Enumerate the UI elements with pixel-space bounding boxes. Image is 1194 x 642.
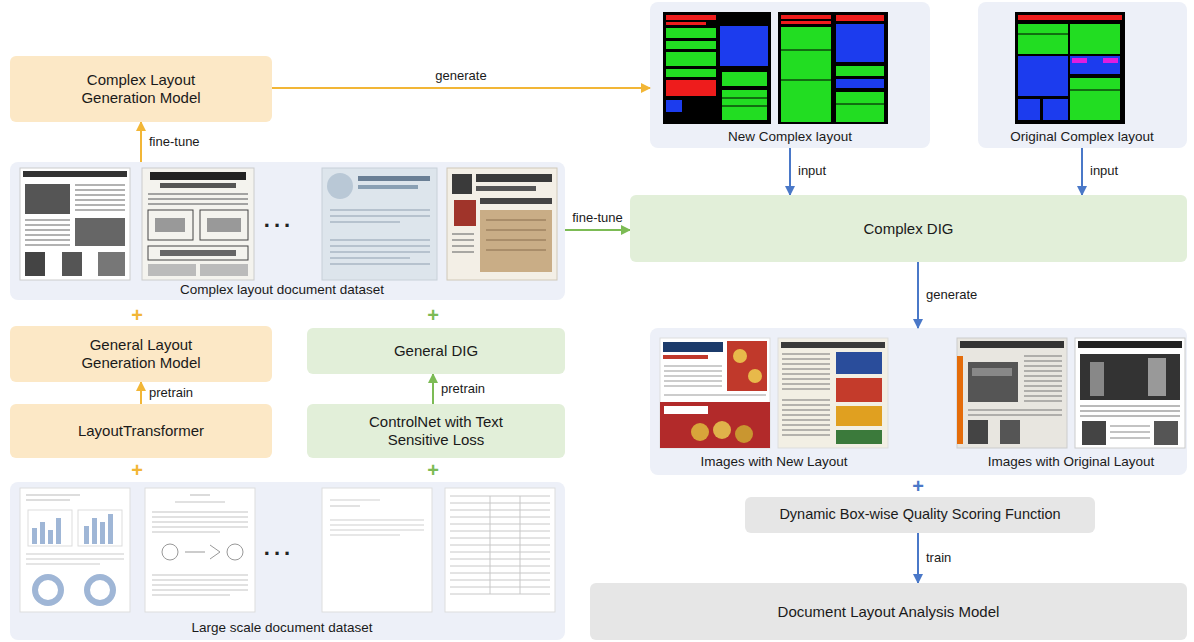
- model-box: LayoutTransformer: [10, 404, 272, 458]
- layout-panel: New Complex layout: [650, 2, 930, 148]
- box-label: Document Layout Analysis Model: [778, 603, 1000, 621]
- dataset-panel: Complex layout document dataset: [10, 162, 565, 300]
- panel-caption: Original Complex layout: [1010, 129, 1153, 144]
- image-panel: Images with New Layout Images with Origin…: [650, 328, 1187, 475]
- plus-sign: +: [131, 460, 143, 480]
- panel-caption: Complex layout document dataset: [180, 282, 384, 297]
- arrow-connector: [917, 533, 919, 583]
- edge-label: train: [926, 551, 951, 566]
- ellipsis: ...: [264, 209, 294, 231]
- layout-panel: Original Complex layout: [978, 2, 1187, 148]
- box-label: Complex DIG: [863, 220, 953, 238]
- plus-sign: +: [131, 305, 143, 325]
- plus-sign: +: [912, 476, 924, 496]
- box-label: LayoutTransformer: [78, 422, 204, 440]
- model-box: Document Layout Analysis Model: [590, 583, 1187, 640]
- edge-label: generate: [435, 69, 486, 84]
- panel-caption: New Complex layout: [728, 129, 852, 144]
- dataset-panel: Large scale document dataset: [10, 482, 565, 640]
- panel-caption: Images with Original Layout: [988, 454, 1155, 469]
- panel-caption: Images with New Layout: [700, 454, 847, 469]
- edge-label: fine-tune: [149, 135, 200, 150]
- plus-sign: +: [427, 305, 439, 325]
- panel-caption: Large scale document dataset: [192, 620, 373, 635]
- box-label: ControlNet with Text Sensitive Loss: [346, 413, 526, 449]
- arrow-connector: [917, 262, 919, 328]
- box-label: General Layout Generation Model: [56, 336, 226, 372]
- box-label: Complex Layout Generation Model: [56, 71, 226, 107]
- edge-label: fine-tune: [572, 211, 623, 226]
- edge-label: pretrain: [149, 386, 193, 401]
- arrow-connector: [272, 87, 650, 89]
- arrow-connector: [565, 229, 630, 231]
- edge-label: input: [1090, 164, 1118, 179]
- ellipsis: ...: [264, 537, 294, 559]
- model-box: ControlNet with Text Sensitive Loss: [307, 404, 565, 458]
- arrow-connector: [1081, 148, 1083, 195]
- arrow-connector: [140, 122, 142, 162]
- arrow-connector: [789, 148, 791, 195]
- edge-label: generate: [926, 288, 977, 303]
- generator-box: Complex DIG: [630, 195, 1187, 262]
- edge-label: pretrain: [441, 382, 485, 397]
- edge-label: input: [798, 164, 826, 179]
- arrow-connector: [432, 374, 434, 404]
- generator-box: General DIG: [307, 328, 565, 374]
- plus-sign: +: [427, 460, 439, 480]
- arrow-connector: [140, 382, 142, 404]
- model-box: Complex Layout Generation Model: [10, 56, 272, 122]
- box-label: Dynamic Box-wise Quality Scoring Functio…: [779, 506, 1060, 523]
- model-box: General Layout Generation Model: [10, 326, 272, 382]
- box-label: General DIG: [394, 342, 478, 360]
- scoring-box: Dynamic Box-wise Quality Scoring Functio…: [745, 497, 1095, 533]
